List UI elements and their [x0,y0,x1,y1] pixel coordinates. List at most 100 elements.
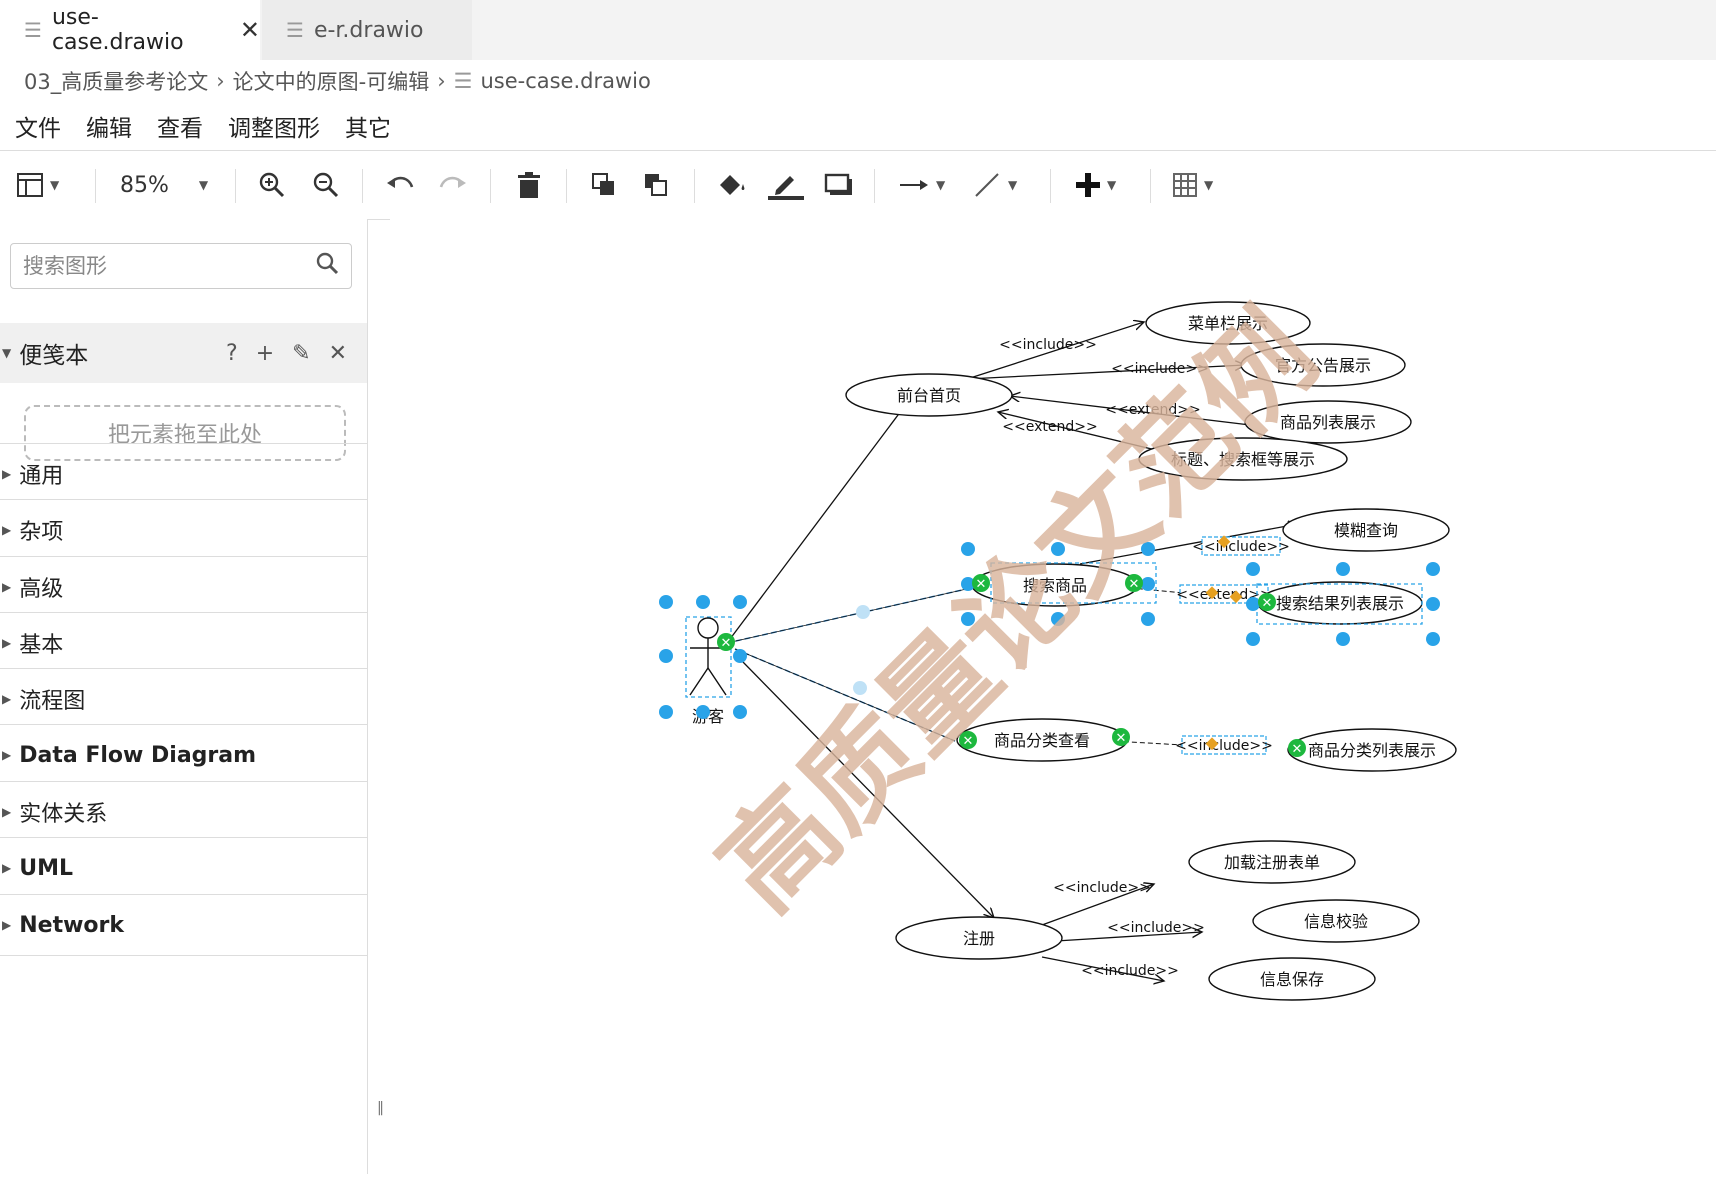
use-case-fuzzy[interactable]: 模糊查询 [1282,508,1450,552]
waypoints-button[interactable]: ▼ [972,165,1017,205]
zoom-select[interactable]: 85% ▼ [120,165,208,205]
help-icon[interactable]: ? [226,340,238,366]
caret-down-icon: ▼ [50,178,60,192]
zoom-out-button[interactable] [312,165,340,205]
svg-text:✕: ✕ [1292,742,1303,757]
menu-edit[interactable]: 编辑 [86,116,132,142]
triangle-down-icon: ▼ [2,346,12,360]
scratchpad-header[interactable]: ▼ 便笺本 ? + ✎ ✕ [0,323,367,383]
to-front-button[interactable] [590,165,618,205]
file-icon: ☰ [453,69,473,93]
include-menu-bar[interactable] [966,322,1144,380]
svg-text:✕: ✕ [721,636,732,651]
triangle-right-icon: ▶ [2,692,12,706]
category-flowchart[interactable]: ▶流程图 [0,668,367,729]
table-button[interactable]: ▼ [1172,165,1213,205]
use-case-category-list[interactable]: 商品分类列表展示 [1287,728,1457,772]
category-advanced[interactable]: ▶高级 [0,556,367,617]
format-panel-button[interactable]: ▼ [16,165,59,205]
edit-icon[interactable]: ✎ [292,340,311,366]
watermark: 高质量论文范例 [695,289,1341,935]
label-handles[interactable] [1205,535,1243,751]
selection-handles[interactable] [659,542,1440,719]
zoom-in-button[interactable] [258,165,286,205]
use-case-search-result[interactable]: 搜索结果列表展示 [1257,581,1423,625]
arrow-right-icon [900,180,928,190]
assoc-category-line [734,648,956,742]
extend-title-search[interactable] [998,412,1161,452]
include-fuzzy[interactable] [1079,524,1298,565]
assoc-home[interactable] [726,395,913,644]
use-case-save[interactable]: 信息保存 [1208,957,1376,1001]
undo-button[interactable] [385,165,415,205]
use-case-label: 搜索结果列表展示 [1276,594,1404,613]
use-case-register[interactable]: 注册 [895,916,1063,960]
use-case-load-form[interactable]: 加载注册表单 [1188,840,1356,884]
use-case-label: 官方公告展示 [1275,356,1371,375]
menu-extras[interactable]: 其它 [345,116,391,142]
undo-icon [387,176,414,188]
waypoint-handle[interactable] [853,681,867,695]
category-label: 实体关系 [19,802,108,827]
line-color-button[interactable] [768,165,804,205]
fill-color-button[interactable] [716,165,748,205]
zoom-in-icon [259,172,285,198]
insert-button[interactable]: ▼ [1075,165,1116,205]
category-misc[interactable]: ▶杂项 [0,499,367,560]
category-uml[interactable]: ▶UML [0,837,367,898]
label-selection-box [1181,735,1267,755]
use-case-label: 模糊查询 [1334,521,1398,540]
to-back-button[interactable] [642,165,670,205]
diagram-svg: <<include>> <<include>> <<extend>> <<ext… [659,289,1457,1001]
shadow-button[interactable] [824,165,854,205]
include-notice[interactable] [966,365,1245,380]
category-entity-relation[interactable]: ▶实体关系 [0,781,367,842]
use-case-home[interactable]: 前台首页 [845,373,1013,417]
menu-view[interactable]: 查看 [157,116,203,142]
use-case-label: 信息保存 [1260,970,1324,989]
delete-button[interactable] [516,165,542,205]
use-case-category[interactable]: 商品分类查看 [956,718,1128,762]
chevron-right-icon: › [437,69,446,93]
menu-file[interactable]: 文件 [15,116,61,142]
to-front-icon [592,173,614,195]
category-data-flow[interactable]: ▶Data Flow Diagram [0,724,367,785]
assoc-register[interactable] [741,660,994,918]
breadcrumb-folder[interactable]: 03_高质量参考论文 [24,70,209,94]
extend-product-list[interactable] [1010,396,1251,426]
use-case-menu-bar[interactable]: 菜单栏展示 [1145,301,1311,345]
category-general[interactable]: ▶通用 [0,443,367,504]
sidebar-splitter[interactable]: ‖ [377,1100,384,1116]
include-validate[interactable] [1055,932,1202,942]
include-label: <<include>> [1192,539,1290,555]
category-network[interactable]: ▶Network [0,894,367,956]
tab-use-case[interactable]: ☰ use-case.drawio ✕ [0,0,260,60]
diagram-canvas[interactable]: <<include>> <<include>> <<extend>> <<ext… [390,219,1716,1174]
close-icon[interactable]: ✕ [239,16,260,44]
connection-points[interactable]: ✕ ✕ ✕ ✕ ✕ ✕ ✕ [717,574,1306,757]
close-icon[interactable]: ✕ [328,340,347,366]
menu-arrange[interactable]: 调整图形 [228,116,320,142]
connection-button[interactable]: ▼ [898,165,945,205]
include-save[interactable] [1041,956,1164,981]
include-load-form[interactable] [1041,884,1154,926]
redo-button[interactable] [438,165,468,205]
use-case-title-search[interactable]: 标题、搜索框等展示 [1138,437,1348,481]
use-case-product-list[interactable]: 商品列表展示 [1244,400,1412,444]
breadcrumb-file[interactable]: use-case.drawio [480,69,651,93]
use-case-label: 注册 [963,929,995,948]
caret-down-icon: ▼ [1107,178,1117,192]
search-input[interactable] [21,253,315,279]
use-case-notice[interactable]: 官方公告展示 [1240,343,1406,387]
breadcrumb-folder[interactable]: 论文中的原图-可编辑 [232,70,430,94]
waypoint-handle[interactable] [856,605,870,619]
add-icon[interactable]: + [255,340,275,366]
include-label: <<include>> [1175,738,1273,754]
category-basic[interactable]: ▶基本 [0,612,367,673]
tab-bar: ☰ use-case.drawio ✕ ☰ e-r.drawio [0,0,1716,60]
search-icon[interactable] [315,251,339,281]
scratchpad-title: 便笺本 [19,343,89,369]
triangle-right-icon: ▶ [2,523,12,537]
tab-e-r[interactable]: ☰ e-r.drawio [262,0,472,60]
use-case-validate[interactable]: 信息校验 [1252,899,1420,943]
